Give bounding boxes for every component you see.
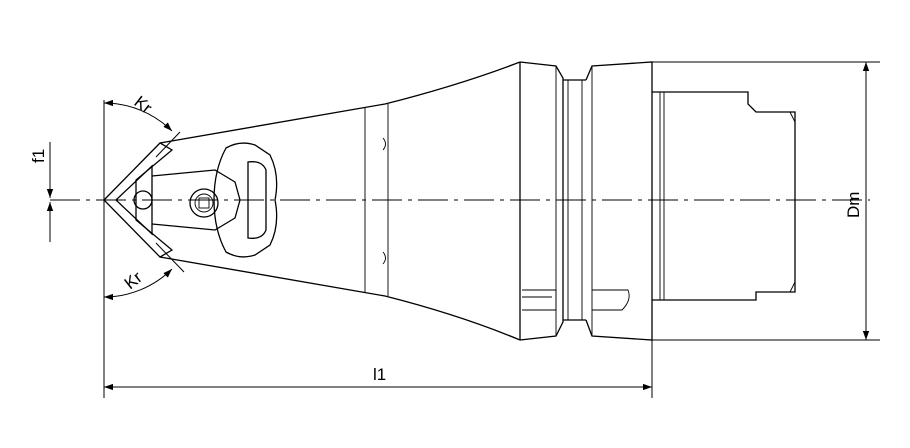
tool-body [159,61,796,341]
dimension-dm: Dm [652,61,880,341]
kr-top-label: Kr [131,92,156,118]
l1-label: l1 [373,365,386,384]
cutting-insert [103,142,278,258]
dm-label: Dm [844,192,863,218]
dimension-f1: f1 [29,142,54,242]
angle-kr-bottom: Kr [103,242,185,301]
f1-label: f1 [29,149,48,163]
dimension-l1: l1 [103,100,653,398]
